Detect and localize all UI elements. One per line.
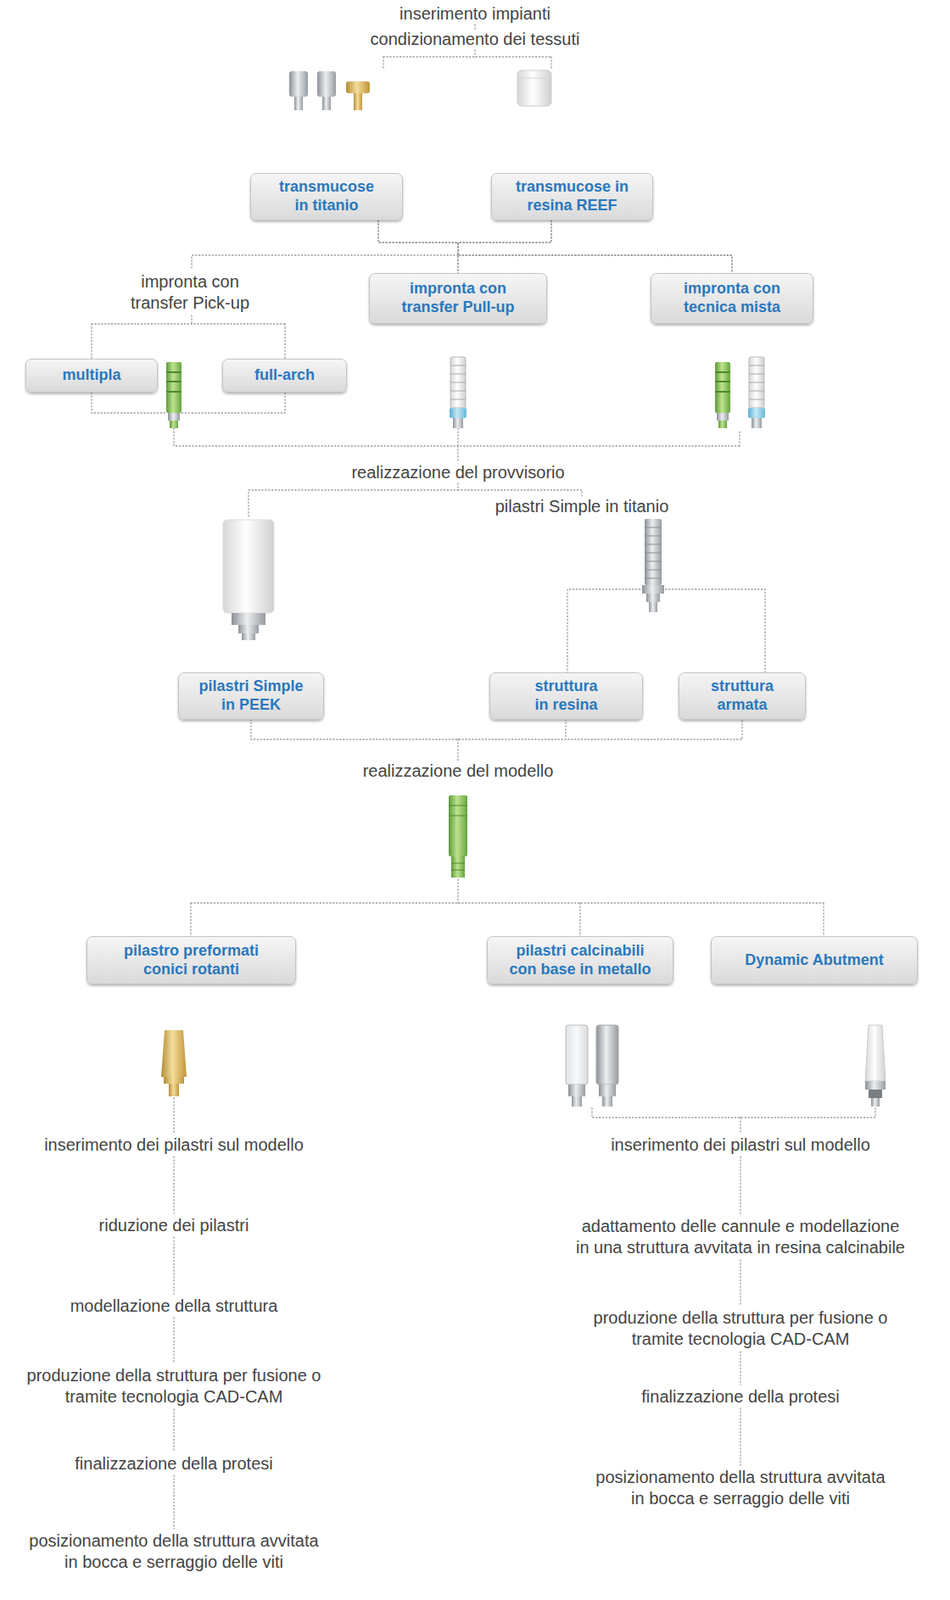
step-label: posizionamento della struttura avvitata …	[591, 1467, 890, 1510]
process-box: struttura armata	[678, 672, 806, 721]
peek-abutment	[223, 519, 274, 614]
dotted-bracket	[251, 719, 743, 761]
step-label: condizionamento dei tessuti	[370, 28, 581, 51]
conical-abutment	[168, 1084, 179, 1097]
process-box: pilastro preformati conici rotanti	[86, 936, 297, 985]
conical-abutment	[163, 1077, 185, 1085]
healing-cap	[317, 71, 336, 97]
peek-abutment	[241, 633, 256, 641]
pullup-transfer	[748, 357, 766, 429]
healing-cap	[294, 96, 303, 111]
process-box: transmucose in titanio	[250, 173, 403, 221]
process-box: multipla	[25, 358, 158, 393]
titanium-abutment	[644, 519, 662, 586]
implant-analog	[451, 856, 465, 878]
titanium-abutment	[642, 585, 665, 594]
process-box: Dynamic Abutment	[710, 936, 918, 985]
box-label: struttura armata	[699, 677, 785, 715]
castable-abutment	[596, 1025, 619, 1085]
dotted-connector	[191, 255, 459, 270]
step-label: produzione della struttura per fusione o…	[579, 1307, 902, 1351]
dotted-connector	[474, 24, 475, 29]
step-label: pilastri Simple in titanio	[495, 496, 670, 518]
process-box: struttura in resina	[489, 672, 643, 721]
implant-analog	[448, 795, 468, 857]
dotted-bracket	[383, 50, 552, 68]
step-label: inserimento dei pilastri sul modello	[44, 1134, 304, 1157]
castable-abutment	[568, 1084, 586, 1097]
dynamic-abutment	[865, 1081, 886, 1090]
process-box: full-arch	[222, 358, 347, 393]
step-label: posizionamento della struttura avvitata …	[24, 1531, 324, 1574]
castable-abutment	[565, 1025, 588, 1085]
healing-cap	[322, 96, 331, 111]
healing-cap	[289, 71, 308, 97]
step-label: modellazione della struttura	[70, 1296, 279, 1318]
step-label: inserimento dei pilastri sul modello	[610, 1134, 871, 1157]
implant-analog	[451, 863, 465, 871]
box-label: struttura in resina	[530, 677, 603, 715]
step-label: finalizzazione della protesi	[641, 1386, 839, 1409]
box-label: pilastro preformati conici rotanti	[112, 942, 270, 979]
implant-analog	[448, 805, 468, 816]
box-label: Dynamic Abutment	[744, 951, 883, 971]
box-label: transmucose in titanio	[274, 178, 379, 215]
dotted-bracket	[190, 879, 824, 937]
process-box: pilastri calcinabili con base in metallo	[486, 936, 674, 985]
peek-abutment	[231, 613, 266, 626]
dynamic-abutment	[865, 1025, 886, 1082]
titanium-abutment	[644, 527, 662, 579]
dotted-connector	[592, 1108, 876, 1466]
castable-abutment	[602, 1096, 613, 1107]
resin-jar	[517, 78, 552, 79]
resin-jar	[517, 70, 552, 107]
connector	[458, 220, 733, 274]
step-label: realizzazione del modello	[363, 760, 554, 783]
dotted-bracket	[567, 589, 766, 674]
titanium-abutment	[646, 593, 660, 603]
box-label: pilastri Simple in PEEK	[195, 677, 308, 715]
step-label: realizzazione del provvisorio	[351, 462, 565, 484]
process-box: impronta con transfer Pull-up	[368, 273, 548, 325]
box-label: impronta con tecnica mista	[668, 279, 796, 317]
dynamic-abutment	[868, 1089, 883, 1099]
dotted-bracket	[91, 392, 285, 414]
healing-cap	[346, 81, 370, 94]
step-label: impronta con transfer Pick-up	[122, 271, 258, 314]
peek-abutment	[238, 625, 259, 634]
step-label: finalizzazione della protesi	[74, 1453, 273, 1476]
healing-cap	[353, 93, 363, 111]
pickup-transfer	[166, 362, 182, 429]
castable-abutment	[598, 1084, 616, 1097]
dynamic-abutment	[871, 1098, 880, 1107]
dotted-bracket	[173, 428, 740, 463]
step-label: adattamento delle cannule e modellazione…	[558, 1216, 923, 1259]
pickup-transfer	[715, 362, 731, 429]
castable-abutment	[571, 1096, 582, 1107]
box-label: full-arch	[254, 366, 315, 386]
connector	[378, 220, 733, 274]
process-box: transmucose in resina REEF	[491, 173, 654, 221]
conical-abutment	[161, 1030, 187, 1078]
box-label: multipla	[61, 366, 121, 386]
step-label: inserimento impianti	[399, 3, 551, 25]
box-label: impronta con transfer Pull-up	[394, 279, 522, 317]
connector	[458, 220, 552, 274]
box-label: transmucose in resina REEF	[510, 178, 634, 215]
step-label: produzione della struttura per fusione o…	[12, 1365, 336, 1409]
connector	[378, 220, 459, 274]
box-label: pilastri calcinabili con base in metallo	[504, 942, 656, 979]
step-label: riduzione dei pilastri	[99, 1215, 250, 1237]
titanium-abutment	[648, 602, 658, 613]
process-box: pilastri Simple in PEEK	[178, 672, 325, 721]
pullup-transfer	[449, 357, 467, 429]
dotted-bracket	[91, 315, 285, 359]
process-box: impronta con tecnica mista	[650, 273, 814, 325]
